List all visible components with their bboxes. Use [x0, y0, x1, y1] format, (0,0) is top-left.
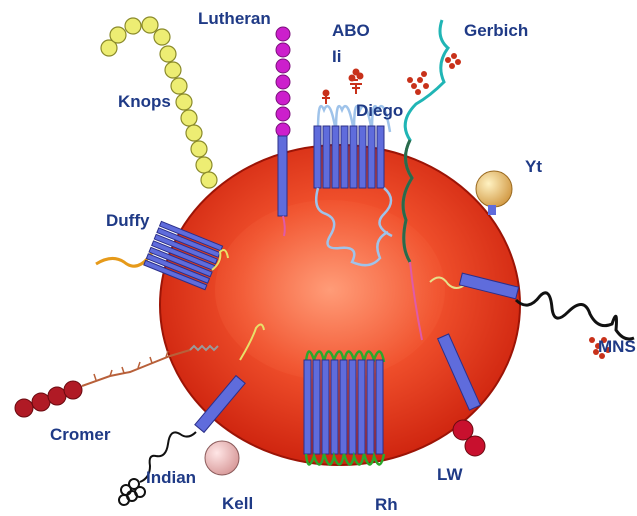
- label-abo: ABO: [332, 21, 370, 40]
- label-diego: Diego: [356, 101, 403, 120]
- label-cromer: Cromer: [50, 425, 111, 444]
- label-ii: Ii: [332, 47, 341, 66]
- label-gerbich: Gerbich: [464, 21, 528, 40]
- label-kell: Kell: [222, 494, 253, 513]
- label-mns: MNS: [598, 337, 636, 356]
- abo-carbohydrate: [322, 70, 363, 105]
- label-indian: Indian: [146, 468, 196, 487]
- label-knops: Knops: [118, 92, 171, 111]
- label-yt: Yt: [525, 157, 542, 176]
- rh-protein: [304, 351, 384, 464]
- indian-carbohydrate: [119, 479, 145, 505]
- label-duffy: Duffy: [106, 211, 150, 230]
- label-lw: LW: [437, 465, 463, 484]
- kell-protein: [205, 441, 239, 475]
- label-rh: Rh: [375, 495, 398, 514]
- label-lutheran: Lutheran: [198, 9, 271, 28]
- gerbich-carbohydrates: [407, 53, 461, 95]
